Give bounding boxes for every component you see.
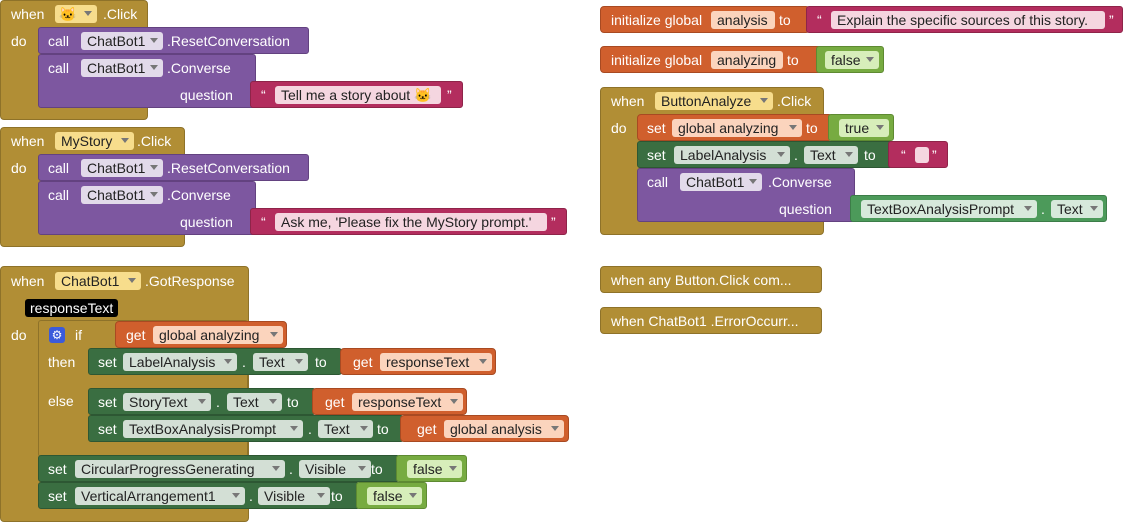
false-block-init[interactable]: false (816, 46, 884, 73)
variable-dropdown[interactable]: responseText (380, 353, 492, 371)
text-block-fix-prompt[interactable]: “ Ask me, 'Please fix the MyStory prompt… (250, 208, 567, 235)
component-dropdown[interactable]: LabelAnalysis (123, 353, 237, 371)
chatbot-dropdown[interactable]: ChatBot1 (81, 159, 163, 177)
call-label: call (48, 160, 70, 176)
component-dropdown[interactable]: LabelAnalysis (674, 146, 790, 164)
property-dropdown[interactable]: Visible (258, 487, 330, 505)
component-dropdown[interactable]: TextBoxAnalysisPrompt (861, 200, 1037, 218)
chatbot-dropdown[interactable]: ChatBot1 (680, 173, 762, 191)
method-name: .ResetConversation (167, 33, 290, 49)
component-dropdown[interactable]: VerticalArrangement1 (75, 487, 245, 505)
converse-block-3[interactable]: call ChatBot1 .Converse question (637, 168, 855, 222)
do-label: do (11, 33, 27, 49)
property-dropdown[interactable]: Text (318, 420, 373, 438)
call-label: call (48, 33, 70, 49)
property-dropdown[interactable]: Text (804, 146, 858, 164)
cat-component-dropdown[interactable]: 🐱 (55, 5, 97, 23)
empty-text-value[interactable] (915, 147, 929, 163)
mutator-gear-icon[interactable]: ⚙ (49, 327, 65, 343)
do-label: do (11, 327, 27, 343)
false-block-1[interactable]: false (396, 455, 467, 482)
init-global-analyzing[interactable]: initialize global analyzing to (600, 46, 822, 73)
set-circular-progress-visible[interactable]: set CircularProgressGenerating . Visible… (38, 455, 400, 482)
when-label: when (11, 6, 45, 22)
chatbot-dropdown[interactable]: ChatBot1 (81, 186, 163, 204)
method-name: .Converse (167, 60, 231, 76)
empty-text-block[interactable]: “ ” (888, 141, 948, 168)
chatbot-dropdown[interactable]: ChatBot1 (81, 59, 163, 77)
true-block[interactable]: true (828, 114, 894, 141)
false-block-2[interactable]: false (356, 482, 427, 509)
response-text-param[interactable]: responseText (25, 299, 119, 317)
variable-dropdown[interactable]: global analyzing (672, 119, 802, 137)
event-name: .GotResponse (145, 273, 235, 289)
set-story-text[interactable]: set StoryText . Text to (88, 388, 316, 415)
boolean-dropdown[interactable]: false (407, 460, 462, 478)
boolean-dropdown[interactable]: false (367, 487, 422, 505)
converse-block-1[interactable]: call ChatBot1 .Converse question (38, 54, 256, 108)
set-label-analysis-text[interactable]: set LabelAnalysis . Text to (88, 348, 342, 375)
text-value[interactable]: Tell me a story about 🐱 (275, 86, 441, 104)
boolean-dropdown[interactable]: true (839, 119, 889, 137)
when-label: when (11, 273, 45, 289)
cat-emoji-icon: 🐱 (59, 6, 77, 22)
when-label: when (11, 133, 45, 149)
get-global-analysis[interactable]: get global analysis (400, 415, 569, 442)
get-response-text-1[interactable]: get responseText (340, 348, 496, 375)
converse-block-2[interactable]: call ChatBot1 .Converse question (38, 181, 256, 235)
variable-name-field[interactable]: analyzing (711, 51, 783, 69)
property-dropdown[interactable]: Text (227, 393, 282, 411)
set-textbox-analysis-prompt[interactable]: set TextBoxAnalysisPrompt . Text to (88, 415, 404, 442)
textbox-analysis-prompt-text[interactable]: TextBoxAnalysisPrompt . Text (850, 195, 1107, 222)
call-label: call (48, 187, 70, 203)
property-dropdown[interactable]: Visible (299, 460, 371, 478)
set-vertical-arrangement-visible[interactable]: set VerticalArrangement1 . Visible to (38, 482, 360, 509)
then-label: then (48, 354, 76, 370)
do-label: do (11, 160, 27, 176)
cat-emoji-icon: 🐱 (414, 87, 432, 103)
variable-dropdown[interactable]: global analysis (444, 420, 564, 438)
reset-conversation-block-1[interactable]: call ChatBot1 .ResetConversation (38, 27, 309, 54)
else-label: else (48, 393, 74, 409)
text-value[interactable]: Explain the specific sources of this sto… (831, 11, 1105, 29)
question-label: question (180, 214, 233, 230)
event-name: .Click (103, 6, 138, 22)
chatbot-dropdown[interactable]: ChatBot1 (55, 272, 141, 290)
init-global-analysis[interactable]: initialize global analysis to (600, 6, 810, 33)
call-label: call (48, 60, 70, 76)
set-global-analyzing[interactable]: set global analyzing to (637, 114, 833, 141)
method-name: .ResetConversation (167, 160, 290, 176)
text-value[interactable]: Ask me, 'Please fix the MyStory prompt.' (275, 213, 547, 231)
collapsed-error-occurred[interactable]: when ChatBot1 .ErrorOccurr... (600, 307, 822, 334)
variable-dropdown[interactable]: responseText (352, 393, 463, 411)
component-dropdown[interactable]: TextBoxAnalysisPrompt (123, 420, 303, 438)
get-label: get (126, 327, 146, 343)
boolean-dropdown[interactable]: false (825, 51, 879, 69)
mystory-dropdown[interactable]: MyStory (55, 132, 134, 150)
component-dropdown[interactable]: CircularProgressGenerating (75, 460, 285, 478)
if-label: if (75, 327, 82, 343)
text-block-explain[interactable]: “ Explain the specific sources of this s… (806, 6, 1123, 33)
property-dropdown[interactable]: Text (1051, 200, 1103, 218)
variable-name-field[interactable]: analysis (711, 11, 775, 29)
collapsed-any-button-click[interactable]: when any Button.Click com... (600, 266, 822, 293)
method-name: .Converse (167, 187, 231, 203)
question-label: question (180, 87, 233, 103)
reset-conversation-block-2[interactable]: call ChatBot1 .ResetConversation (38, 154, 309, 181)
component-dropdown[interactable]: StoryText (123, 393, 211, 411)
get-global-analyzing[interactable]: get global analyzing (115, 321, 287, 348)
chatbot-dropdown[interactable]: ChatBot1 (81, 32, 163, 50)
button-dropdown[interactable]: ButtonAnalyze (655, 92, 773, 110)
variable-dropdown[interactable]: global analyzing (153, 326, 283, 344)
set-label: set (98, 354, 117, 370)
text-block-story-about[interactable]: “ Tell me a story about 🐱 ” (250, 81, 463, 108)
property-dropdown[interactable]: Text (253, 353, 308, 371)
set-label-analysis-text-2[interactable]: set LabelAnalysis . Text to (637, 141, 893, 168)
event-name: .Click (137, 133, 172, 149)
get-response-text-2[interactable]: get responseText (312, 388, 467, 415)
